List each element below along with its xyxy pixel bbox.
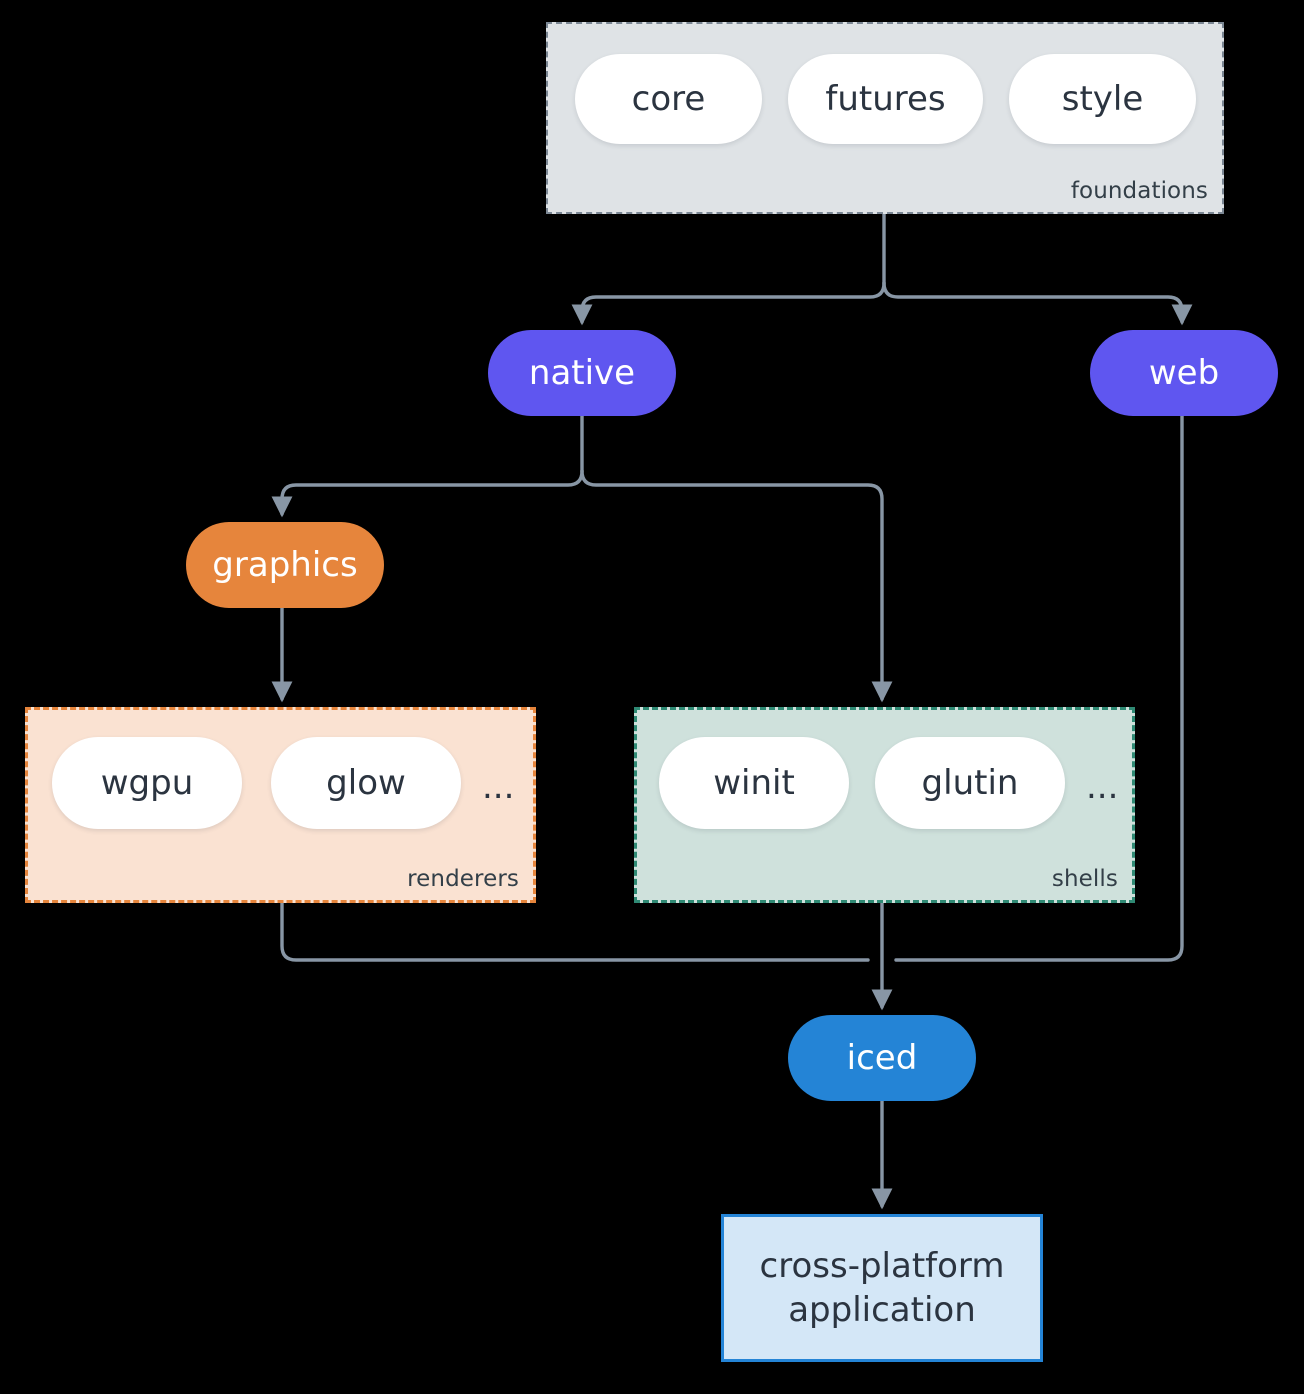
node-wgpu-label: wgpu [100, 763, 194, 803]
node-glutin[interactable]: glutin [875, 737, 1065, 829]
node-wgpu[interactable]: wgpu [52, 737, 242, 829]
cluster-shells-label: shells [1051, 866, 1118, 892]
edge-foundations-to-web [882, 281, 1193, 326]
node-style-label: style [1061, 79, 1144, 119]
node-native-label: native [528, 353, 636, 393]
edge-native-to-graphics [271, 469, 584, 518]
edge-renderers-to-iced [280, 901, 870, 962]
application-label-line2: application [788, 1290, 976, 1330]
node-style[interactable]: style [1009, 54, 1196, 144]
node-iced-label: iced [846, 1038, 918, 1078]
edge-foundations-to-native [571, 281, 886, 326]
cluster-shells: winit glutin ... shells [634, 707, 1135, 903]
node-glutin-label: glutin [921, 763, 1019, 803]
node-native[interactable]: native [488, 330, 676, 416]
node-graphics-label: graphics [212, 545, 358, 585]
cluster-foundations: core futures style foundations [546, 22, 1224, 214]
node-web[interactable]: web [1090, 330, 1278, 416]
node-glow-label: glow [326, 763, 406, 803]
node-futures-label: futures [825, 79, 946, 119]
edge-native-to-shells [580, 469, 893, 703]
cluster-foundations-label: foundations [1070, 178, 1208, 204]
shells-ellipsis: ... [1086, 767, 1119, 807]
node-cross-platform-application[interactable]: cross-platform application [721, 1214, 1043, 1362]
node-winit[interactable]: winit [659, 737, 849, 829]
cluster-renderers-label: renderers [407, 866, 519, 892]
node-futures[interactable]: futures [788, 54, 983, 144]
renderers-ellipsis: ... [482, 767, 515, 807]
node-web-label: web [1148, 353, 1220, 393]
node-iced[interactable]: iced [788, 1015, 976, 1101]
node-core-label: core [631, 79, 706, 119]
node-core[interactable]: core [575, 54, 762, 144]
node-winit-label: winit [713, 763, 795, 803]
application-label-line1: cross-platform [759, 1245, 1005, 1286]
node-graphics[interactable]: graphics [186, 522, 384, 608]
cluster-renderers: wgpu glow ... renderers [25, 707, 536, 903]
node-glow[interactable]: glow [271, 737, 461, 829]
